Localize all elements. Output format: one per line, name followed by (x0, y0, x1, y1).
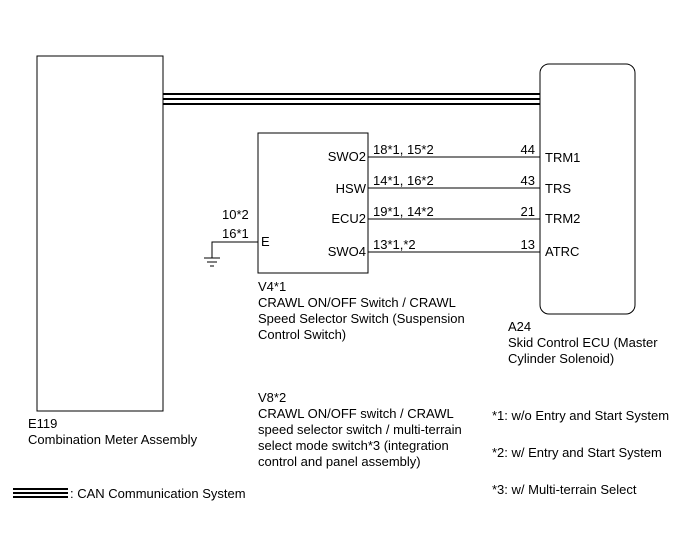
switch-pin-e: E (261, 234, 270, 249)
switch-pin-swo2: SWO2 (328, 149, 366, 164)
ground-icon (204, 241, 258, 267)
skid-control-ecu-box (539, 63, 636, 315)
switch-v4-line1: CRAWL ON/OFF Switch / CRAWL (258, 295, 456, 310)
ground-pin-label-1: 10*2 (222, 207, 249, 222)
switch-pin-ecu2: ECU2 (331, 211, 366, 226)
ecu-name-line2: Cylinder Solenoid) (508, 351, 615, 366)
switch-v8-line3: select mode switch*3 (integration (258, 438, 449, 453)
ecu-pin-trs: TRS (545, 181, 571, 196)
ecu-pin-no-44: 44 (521, 142, 535, 157)
switch-pin-swo4: SWO4 (328, 244, 366, 259)
switch-v8-code: V8*2 (258, 390, 287, 405)
note-1: *1: w/o Entry and Start System (492, 408, 670, 423)
wire-label-swo4: 13*1,*2 (373, 237, 416, 252)
wire-label-swo2: 18*1, 15*2 (373, 142, 434, 157)
legend-can-symbol (13, 488, 68, 498)
ecu-pin-trm2: TRM2 (545, 211, 580, 226)
switch-v8-line4: control and panel assembly) (258, 454, 421, 469)
ecu-name-line1: Skid Control ECU (Master (508, 335, 658, 350)
switch-v8-line2: speed selector switch / multi-terrain (258, 422, 462, 437)
ecu-code: A24 (508, 319, 532, 334)
ecu-pin-no-43: 43 (521, 173, 535, 188)
wire-label-hsw: 14*1, 16*2 (373, 173, 434, 188)
switch-box (257, 132, 369, 274)
ecu-pin-atrc: ATRC (545, 244, 579, 259)
combination-meter-box (36, 55, 164, 412)
meter-name: Combination Meter Assembly (28, 432, 198, 447)
ground-pin-label-2: 16*1 (222, 226, 249, 241)
switch-v4-code: V4*1 (258, 279, 287, 294)
ecu-pin-trm1: TRM1 (545, 150, 580, 165)
wire-label-ecu2: 19*1, 14*2 (373, 204, 434, 219)
switch-v4-line2: Speed Selector Switch (Suspension (258, 311, 465, 326)
ecu-pin-no-13: 13 (521, 237, 535, 252)
legend-label: : CAN Communication System (70, 486, 246, 501)
switch-v8-line1: CRAWL ON/OFF switch / CRAWL (258, 406, 454, 421)
ecu-pin-no-21: 21 (521, 204, 535, 219)
meter-code: E119 (28, 416, 58, 431)
switch-v4-line3: Control Switch) (258, 327, 347, 342)
note-2: *2: w/ Entry and Start System (492, 445, 662, 460)
switch-pin-hsw: HSW (336, 181, 367, 196)
can-bus-lines (163, 93, 540, 105)
note-3: *3: w/ Multi-terrain Select (492, 482, 637, 497)
